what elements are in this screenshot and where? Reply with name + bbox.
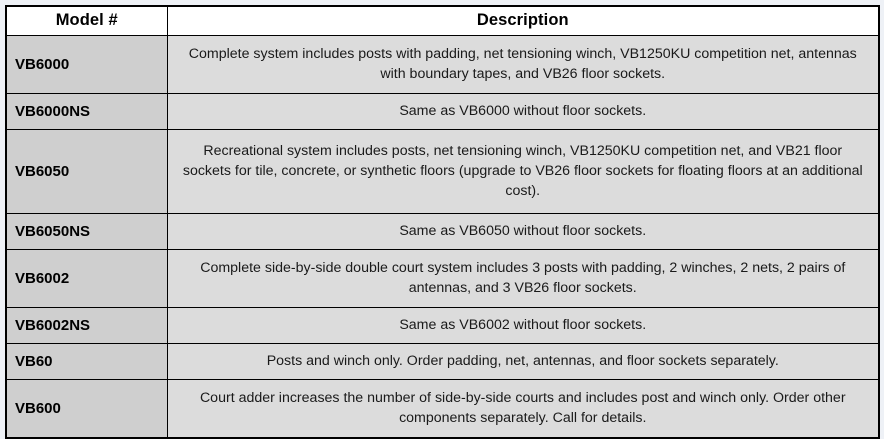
model-number-cell: VB600 [5,379,168,439]
model-number-cell: VB6002NS [5,307,168,344]
model-number-cell: VB6050 [5,129,168,214]
description-cell: Posts and winch only. Order padding, net… [166,343,880,380]
model-number-cell: VB6050NS [5,213,168,250]
description-cell: Same as VB6002 without floor sockets. [166,307,880,344]
description-cell: Complete system includes posts with padd… [166,35,880,94]
column-header-model: Model # [5,6,168,36]
description-cell: Court adder increases the number of side… [166,379,880,439]
description-cell: Same as VB6050 without floor sockets. [166,213,880,250]
column-header-description: Description [166,6,880,36]
table-header-row: Model # Description [5,6,880,36]
description-cell: Same as VB6000 without floor sockets. [166,93,880,130]
model-number-cell: VB6002 [5,249,168,308]
model-number-cell: VB60 [5,343,168,380]
model-number-cell: VB6000 [5,35,168,94]
model-number-cell: VB6000NS [5,93,168,130]
description-cell: Recreational system includes posts, net … [166,129,880,214]
description-cell: Complete side-by-side double court syste… [166,249,880,308]
table-header: Model # Description [5,6,880,36]
